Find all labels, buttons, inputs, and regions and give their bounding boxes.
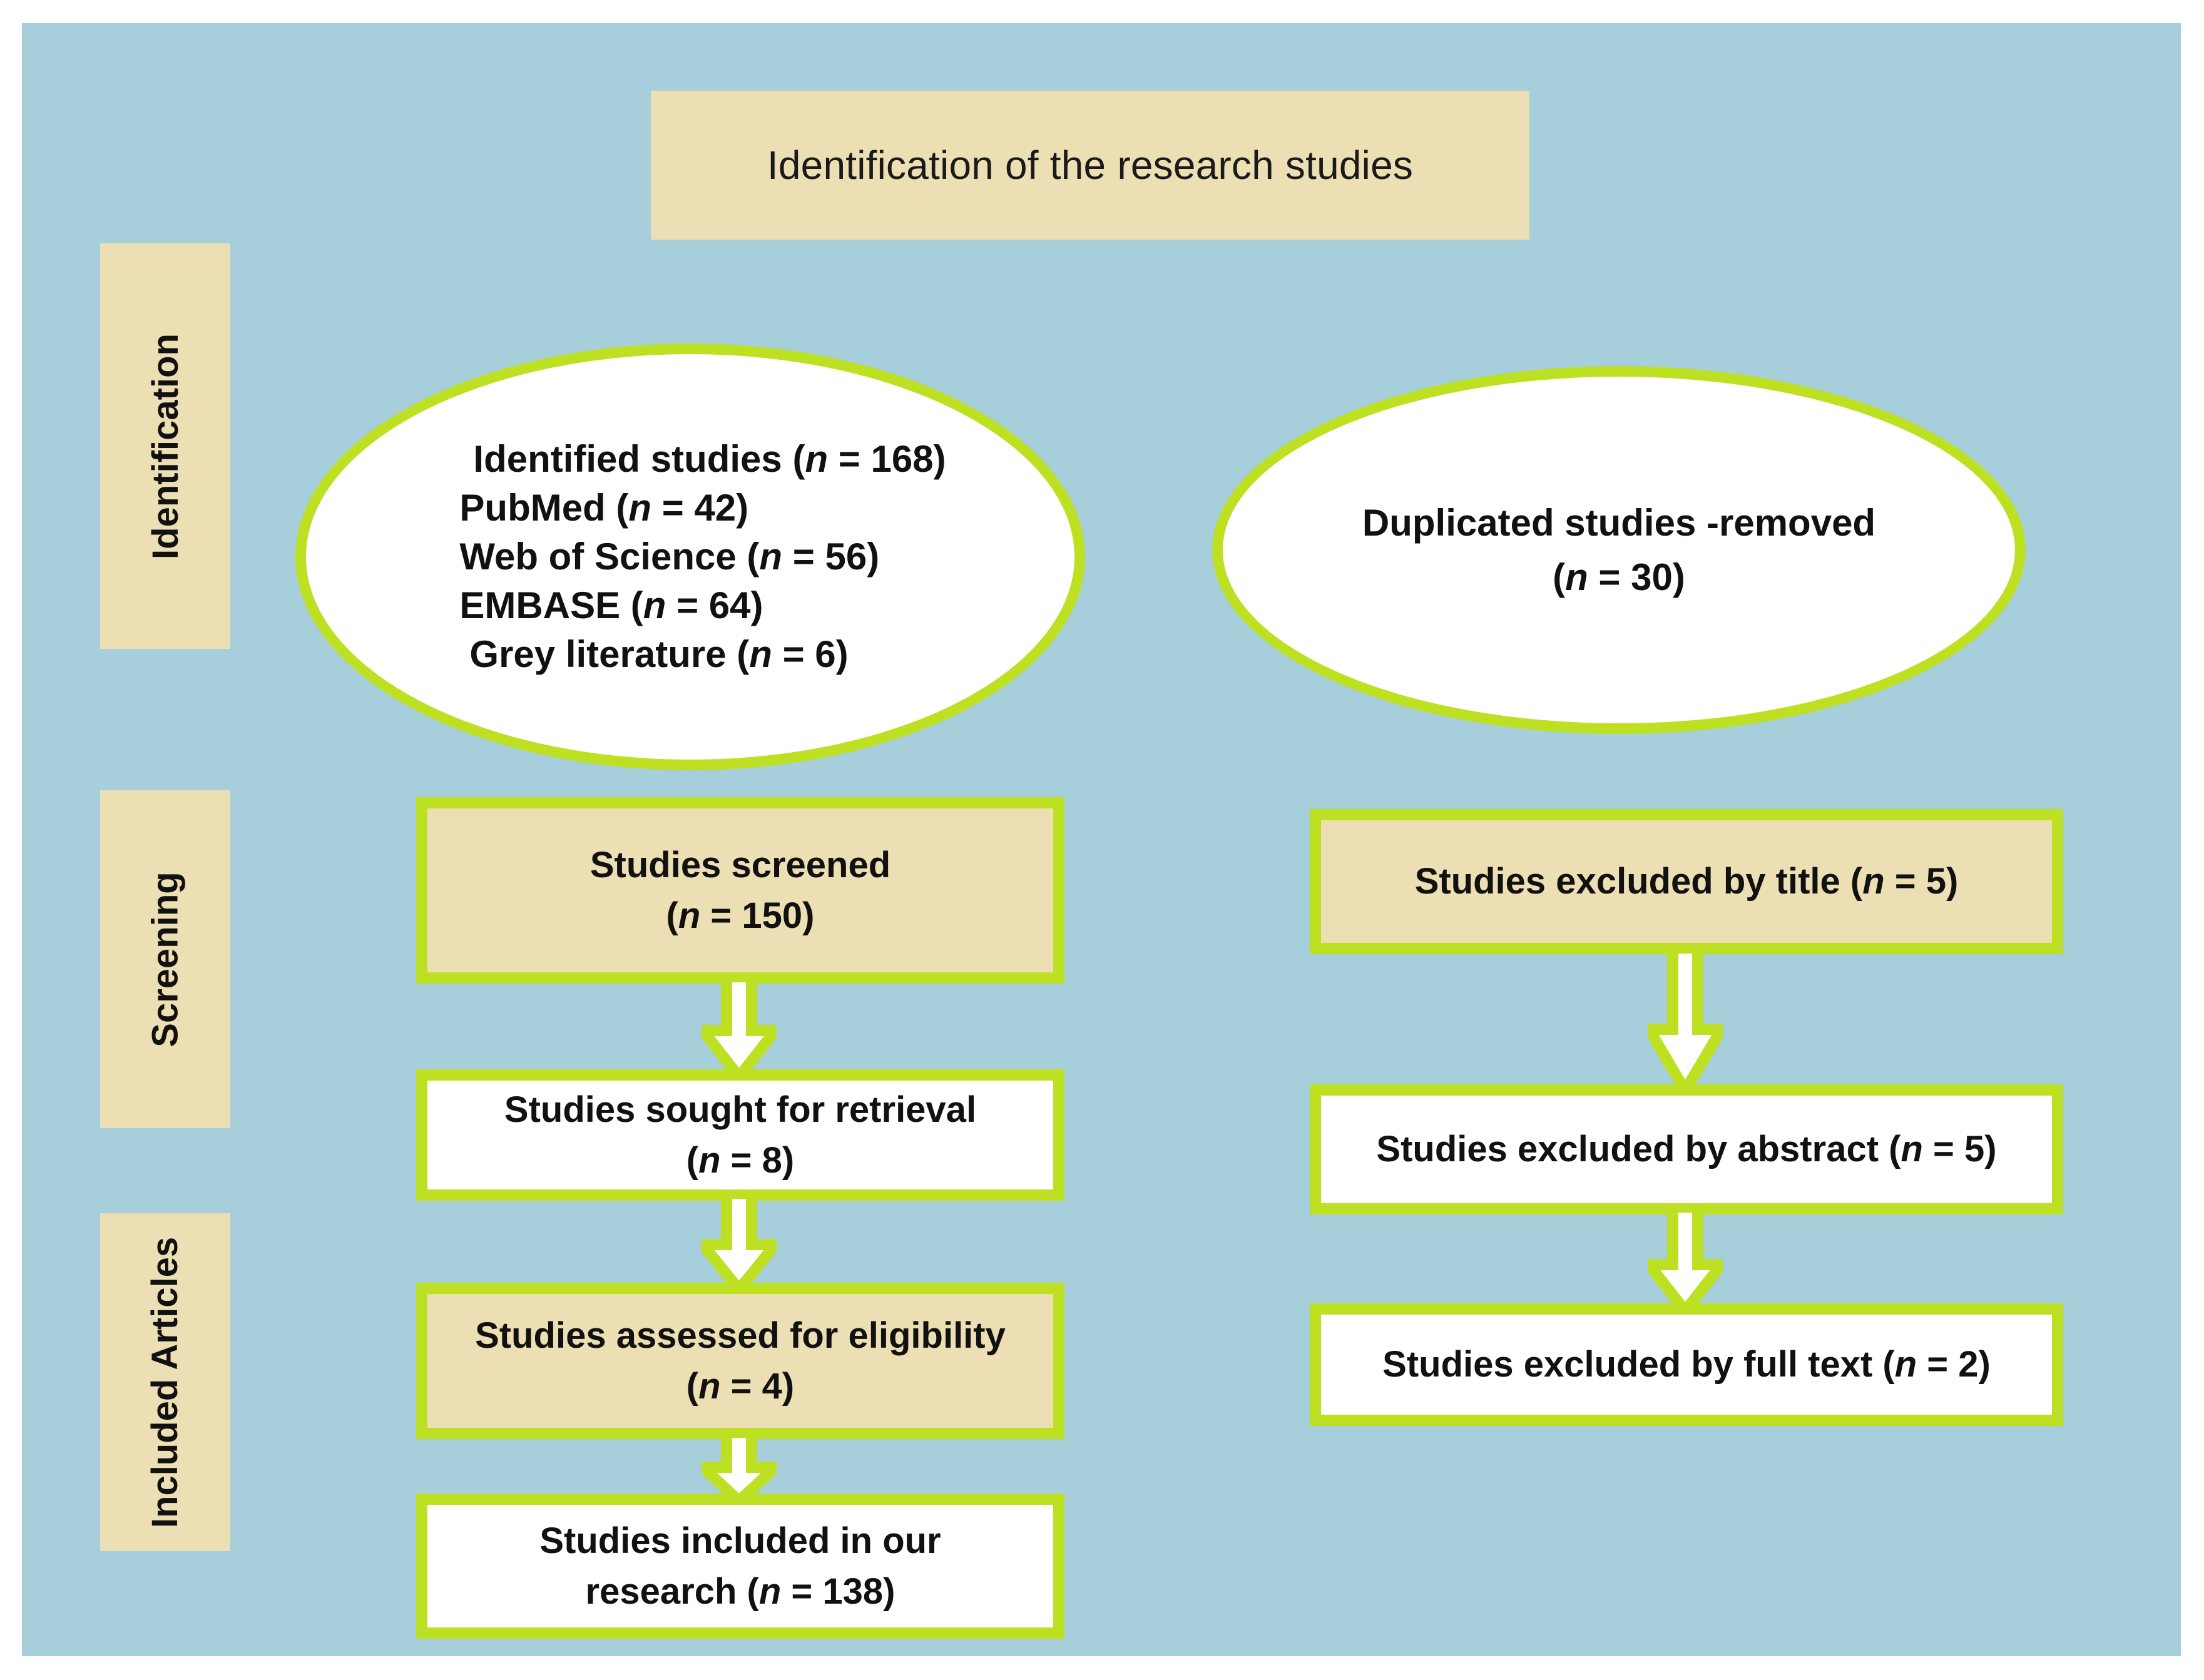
line-studies-included-count: research (n = 138) — [585, 1571, 895, 1612]
line-studies-sought-label: Studies sought for retrieval — [504, 1089, 977, 1130]
node-studies-excluded-by-title: Studies excluded by title (n = 5) — [1310, 809, 2063, 954]
node-studies-screened: Studies screened (n = 150) — [416, 797, 1064, 984]
stage-label-identification: Identification — [100, 243, 230, 649]
stage-label-screening-text: Screening — [145, 871, 186, 1047]
node-studies-screened-text: Studies screened (n = 150) — [576, 840, 904, 941]
page-title: Identification of the research studies — [651, 91, 1529, 240]
line-studies-assessed-label: Studies assessed for eligibility — [475, 1315, 1006, 1356]
node-studies-sought-for-retrieval: Studies sought for retrieval (n = 8) — [416, 1069, 1064, 1201]
line-identified-studies: Identified studies (n = 168) — [473, 438, 946, 480]
page-title-text: Identification of the research studies — [767, 143, 1414, 188]
node-studies-excluded-by-title-text: Studies excluded by title (n = 5) — [1414, 861, 1959, 902]
node-studies-assessed-for-eligibility: Studies assessed for eligibility (n = 4) — [416, 1283, 1064, 1439]
stage-label-included-articles-text: Included Articles — [145, 1236, 186, 1528]
node-studies-assessed-text: Studies assessed for eligibility (n = 4) — [461, 1310, 1019, 1412]
line-studies-screened-count: (n = 150) — [666, 895, 815, 936]
line-embase: EMBASE (n = 64) — [459, 584, 763, 626]
line-studies-included-label: Studies included in our — [539, 1520, 941, 1561]
arrow-down-icon-title-to-abstract — [1648, 948, 1723, 1092]
arrow-down-icon-sought-to-eligibility — [702, 1193, 777, 1291]
stage-label-identification-text: Identification — [145, 333, 186, 559]
stage-label-screening: Screening — [100, 790, 230, 1128]
node-identified-studies: Identified studies (n = 168) PubMed (n =… — [295, 344, 1085, 770]
node-identified-studies-text: Identified studies (n = 168) PubMed (n =… — [434, 435, 946, 679]
node-duplicated-studies-removed-text: Duplicated studies -removed (n = 30) — [1362, 496, 1875, 604]
line-studies-sought-count: (n = 8) — [686, 1140, 795, 1181]
node-studies-sought-for-retrieval-text: Studies sought for retrieval (n = 8) — [491, 1084, 990, 1186]
node-studies-excluded-by-abstract-text: Studies excluded by abstract (n = 5) — [1376, 1129, 1997, 1170]
line-duplicated-count: (n = 30) — [1553, 556, 1685, 598]
arrow-down-icon-screened-to-sought — [702, 977, 777, 1078]
stage-label-included-articles: Included Articles — [100, 1213, 230, 1551]
node-studies-included-text: Studies included in our research (n = 13… — [526, 1515, 954, 1617]
arrow-down-icon-eligibility-to-included — [702, 1432, 777, 1502]
node-duplicated-studies-removed: Duplicated studies -removed (n = 30) — [1212, 366, 2026, 734]
line-studies-assessed-count: (n = 4) — [686, 1366, 795, 1407]
arrow-down-icon-abstract-to-fulltext — [1648, 1207, 1723, 1312]
line-duplicated-studies: Duplicated studies -removed — [1362, 502, 1876, 544]
line-grey-literature: Grey literature (n = 6) — [469, 633, 849, 675]
node-studies-included-in-our-research: Studies included in our research (n = 13… — [416, 1494, 1064, 1639]
line-pubmed: PubMed (n = 42) — [459, 487, 749, 529]
line-web-of-science: Web of Science (n = 56) — [459, 536, 880, 578]
line-studies-screened-label: Studies screened — [589, 844, 891, 885]
node-studies-excluded-by-abstract: Studies excluded by abstract (n = 5) — [1310, 1084, 2063, 1214]
node-studies-excluded-by-full-text-text: Studies excluded by full text (n = 2) — [1382, 1344, 1991, 1385]
node-studies-excluded-by-full-text: Studies excluded by full text (n = 2) — [1310, 1303, 2063, 1426]
diagram-panel: Identification of the research studies I… — [22, 23, 2181, 1656]
